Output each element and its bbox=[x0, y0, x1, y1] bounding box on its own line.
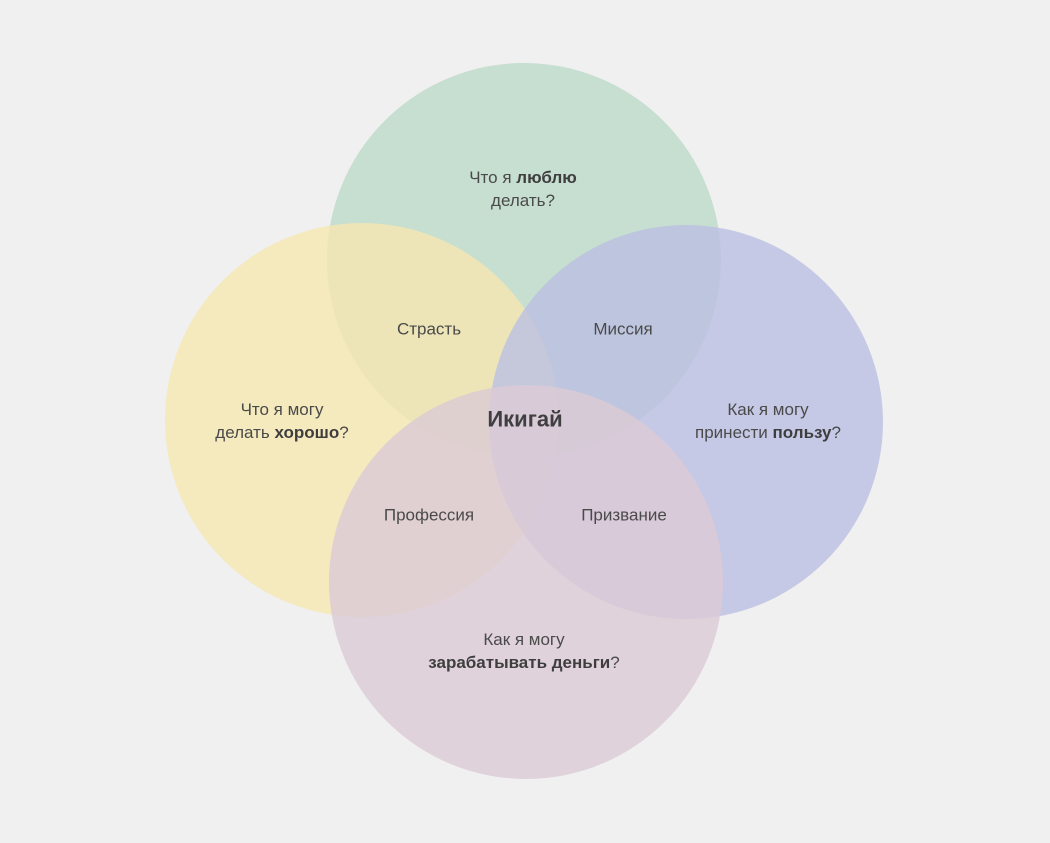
label-world: Как я могу принести пользу? bbox=[695, 400, 841, 442]
label-good: Что я могу делать хорошо? bbox=[215, 400, 349, 442]
intersection-profession: Профессия bbox=[383, 505, 475, 525]
center-ikigai: Икигай bbox=[487, 406, 563, 432]
label-love-bold: люблю bbox=[516, 168, 577, 187]
circle-paid bbox=[329, 385, 723, 779]
label-world-bold: пользу bbox=[772, 423, 832, 442]
intersection-passion: Страсть bbox=[396, 319, 462, 339]
label-paid-bold: зарабатывать деньги bbox=[428, 653, 611, 672]
label-love: Что я люблю делать? bbox=[469, 168, 577, 210]
label-good-bold: хорошо bbox=[274, 423, 340, 442]
intersection-vocation: Призвание bbox=[581, 505, 667, 525]
label-paid: Как я могу зарабатывать деньги? bbox=[428, 630, 620, 672]
intersection-mission: Миссия bbox=[593, 319, 653, 339]
